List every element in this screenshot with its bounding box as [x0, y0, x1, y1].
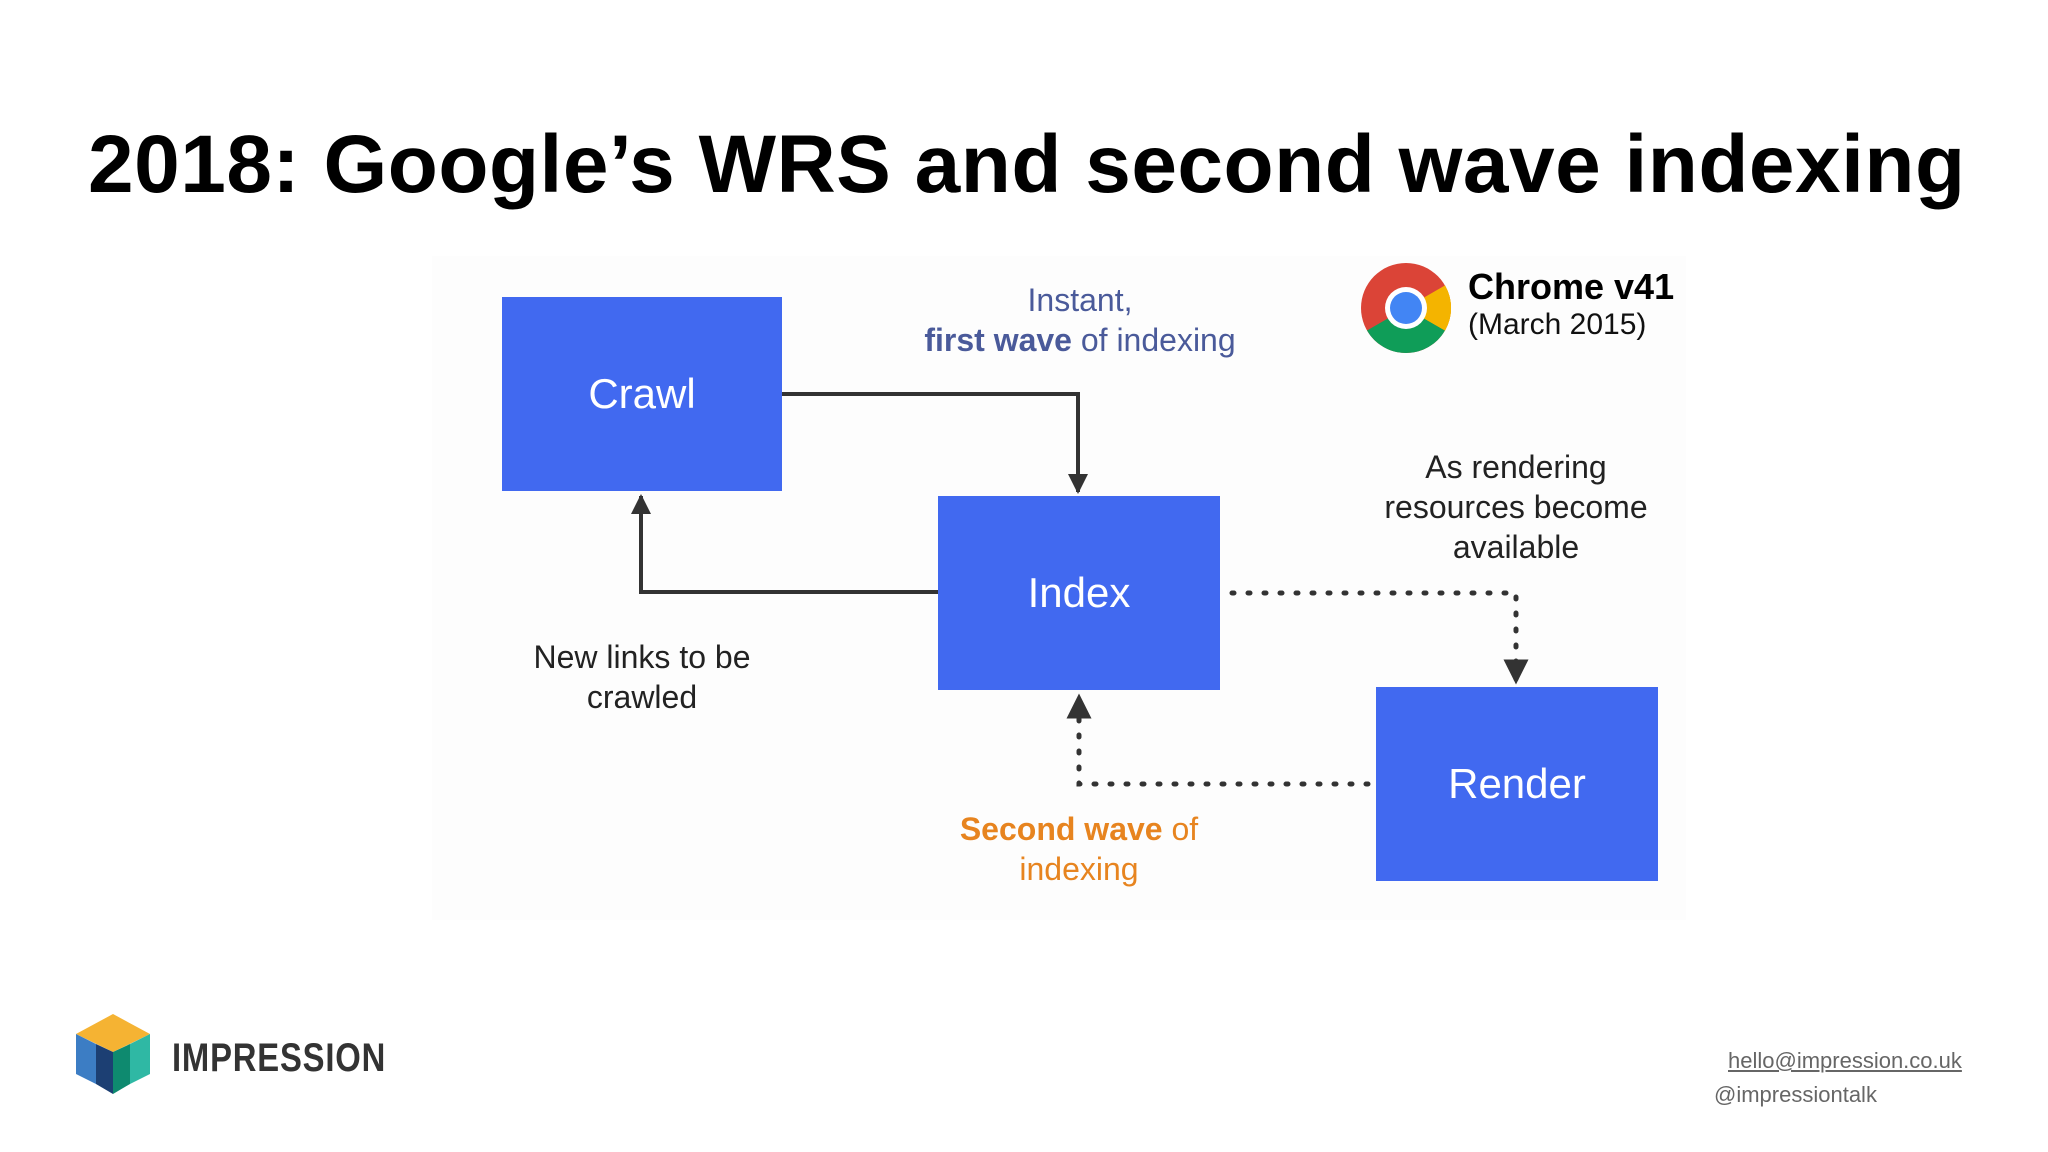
edge-render-to-index	[1066, 693, 1371, 787]
edge-index-to-render	[1229, 590, 1529, 685]
first-wave-bold: first wave	[924, 322, 1072, 358]
as-rendering-label: As rendering resources become available	[1356, 447, 1676, 567]
contact-email-link[interactable]: hello@impression.co.uk	[1728, 1048, 1962, 1073]
second-wave-label: Second wave of indexing	[929, 809, 1229, 889]
new-links-line2: crawled	[586, 679, 698, 715]
brand-name: IMPRESSION	[172, 1036, 387, 1080]
slide-title: 2018: Google’s WRS and second wave index…	[88, 119, 1966, 210]
contact-handle: @impressiontalk	[1714, 1082, 1877, 1107]
node-render: Render	[1376, 687, 1658, 881]
second-wave-bold: Second wave	[959, 811, 1163, 847]
as-rendering-line1: As rendering	[1425, 449, 1607, 485]
edge-crawl-to-index	[782, 392, 1088, 494]
second-wave-rest: of	[1162, 811, 1199, 847]
node-render-label: Render	[1448, 760, 1586, 807]
node-index-label: Index	[1027, 569, 1131, 616]
as-rendering-line3: available	[1452, 529, 1580, 565]
chrome-version-date: (March 2015)	[1468, 308, 1647, 341]
first-wave-rest: of indexing	[1071, 322, 1236, 358]
first-wave-label: Instant, first wave of indexing	[880, 280, 1280, 360]
node-crawl-label: Crawl	[588, 370, 696, 417]
new-links-label: New links to be crawled	[502, 637, 782, 717]
node-index: Index	[938, 496, 1220, 690]
chrome-version-title: Chrome v41	[1468, 266, 1675, 307]
second-wave-line2: indexing	[1019, 851, 1139, 887]
edge-index-to-crawl	[631, 494, 938, 594]
impression-logo-icon	[76, 1014, 150, 1094]
new-links-line1: New links to be	[533, 639, 751, 675]
node-crawl: Crawl	[502, 297, 782, 491]
chrome-icon	[1361, 263, 1452, 354]
as-rendering-line2: resources become	[1384, 489, 1648, 525]
first-wave-line1: Instant,	[1027, 282, 1133, 318]
